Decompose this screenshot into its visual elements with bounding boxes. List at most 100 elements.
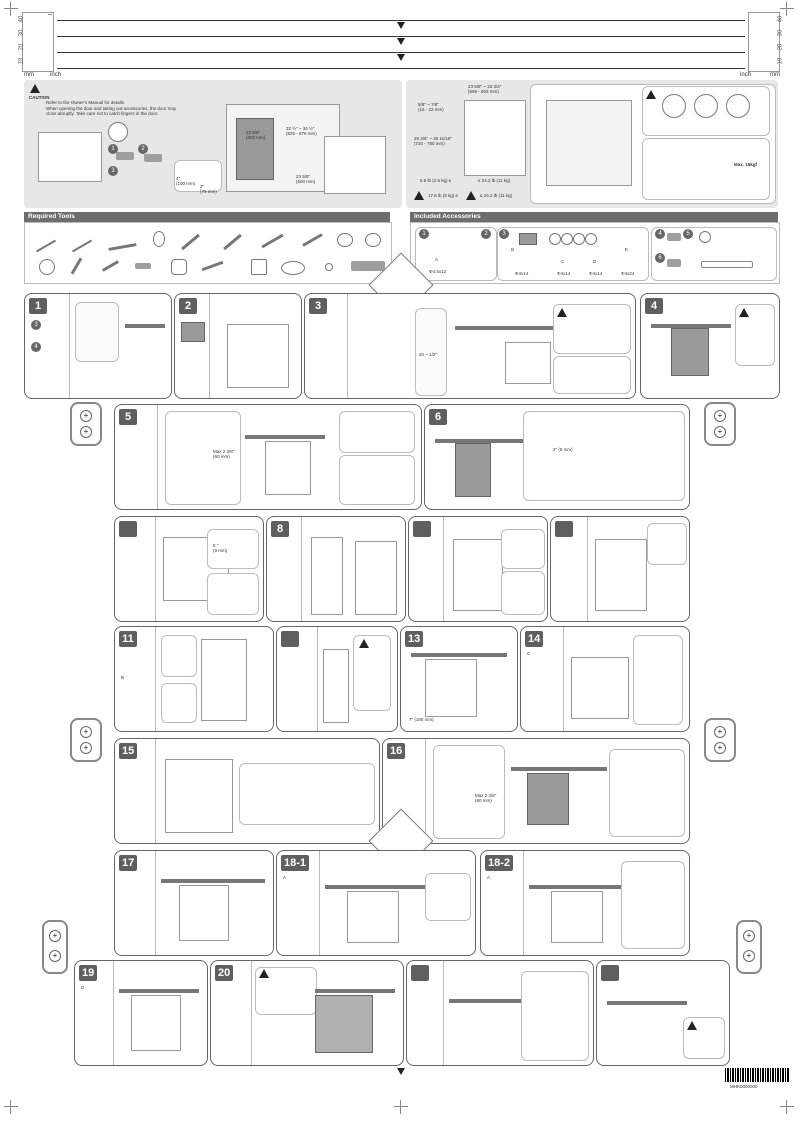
countertop: [529, 885, 629, 889]
item-marker: 6: [655, 253, 665, 263]
dimension-side: 3" (75 mm): [200, 184, 217, 194]
step-18-2: 18-2 A: [480, 850, 690, 956]
step-number: 1: [29, 298, 47, 314]
ruler-left-scale: [22, 12, 54, 72]
dimension-height: 32 ½" ~ 34 ½" (825 - 876 mm): [286, 126, 317, 136]
step-number: 8: [271, 521, 289, 537]
hose-clamp-icon: [365, 233, 381, 247]
measurement-ruler: 40 30 20 10 40 30 20 10: [18, 12, 784, 72]
accessory-icon: [116, 152, 134, 160]
door-height: 28 3/8" ~ 30 11/16" (720 - 780 mm): [414, 136, 453, 146]
step-detail: [553, 356, 631, 394]
countertop: [245, 435, 325, 439]
step-detail: [609, 749, 685, 837]
accessory-size: Φ4.5x12: [429, 269, 447, 274]
countertop: [411, 653, 507, 657]
step-detail: [647, 523, 687, 565]
overview-panel: CAUTION Refer to the Owner's Manual for …: [24, 80, 402, 208]
pliers-icon: [181, 233, 200, 251]
barcode: [725, 1068, 789, 1082]
countertop: [511, 767, 607, 771]
dimension-label: 8 " (9 mm): [213, 543, 228, 553]
cap-icon: [699, 231, 711, 243]
accessory-pad-icon: [667, 259, 681, 267]
dimension-label: 2" (5 mm): [553, 447, 573, 452]
dimension-label: 7" (180 mm): [409, 717, 434, 722]
accessory-label: A: [435, 257, 439, 262]
step-2: 2: [174, 293, 302, 399]
accessory-size: Φ4x14: [515, 271, 529, 276]
unit-label: mm: [770, 72, 780, 78]
door-width: 23 5/8" ~ 23 3/4" (599 - 603 mm): [468, 84, 502, 94]
step-detail: [339, 455, 415, 505]
dimension-label: Max 2 3/8" (60 mm): [475, 793, 497, 803]
door-panel: [323, 649, 349, 723]
door-panel: [355, 541, 397, 615]
countertop: [455, 326, 605, 330]
bracket-strip-icon: [701, 261, 753, 268]
step-8: 8: [266, 516, 406, 622]
step-5: 5 Max 2 3/8" (60 mm): [114, 404, 422, 510]
washer-icon: [561, 233, 573, 245]
countertop: [161, 879, 265, 883]
step-number: 15: [119, 743, 138, 759]
center-arrow: [397, 38, 405, 45]
item-marker: 3: [108, 166, 118, 176]
item-marker: 4: [31, 342, 41, 352]
step-20: 20: [210, 960, 404, 1066]
accessory-label: A: [283, 875, 287, 880]
countertop: [449, 999, 529, 1003]
step-number: 2: [179, 298, 197, 314]
ruler-mark: 10: [777, 57, 784, 65]
ruler-mark: 20: [777, 43, 784, 51]
step-detail: [207, 573, 259, 615]
utility-knife-icon: [261, 233, 284, 249]
cabinet-opening: [236, 118, 274, 180]
warning-icon: [557, 308, 567, 317]
included-accessories-panel: 1 2 A Φ4.5x12 3 B Φ4x14 C Φ4x14 D Φ4x14 …: [410, 222, 780, 284]
countertop: [435, 439, 525, 443]
step-number: 10: [555, 521, 574, 537]
side-bracket: ++: [70, 718, 102, 762]
dishwasher-unit: [227, 324, 289, 388]
side-bracket: ++: [42, 920, 68, 974]
step-number: 18-2: [485, 855, 514, 871]
tape-measure-icon: [39, 259, 55, 275]
pliers-icon: [223, 233, 242, 251]
step-number: 14: [525, 631, 544, 647]
step-number: 22: [601, 965, 620, 981]
screwdriver-icon: [35, 239, 57, 253]
accessory-circle: [108, 122, 128, 142]
dishwasher-unit: [595, 539, 647, 611]
ruler-mark: 20: [18, 43, 25, 51]
unit-label: inch: [50, 72, 62, 78]
weight-limit: 5.5 lb (2.5 kg) ≤: [420, 178, 452, 183]
washer-icon: [573, 233, 585, 245]
accessory-size: Φ4x24: [621, 271, 635, 276]
step-number: 5: [119, 409, 137, 425]
dimension-side: 4" (100 mm): [176, 176, 196, 186]
caution-text: When opening the door and taking out acc…: [46, 106, 177, 116]
leveling-leg-detail: [165, 411, 241, 505]
step-16: 16 Max 2 3/8" (60 mm): [382, 738, 690, 844]
step-number: 11: [119, 631, 137, 647]
marker-icon: [302, 233, 323, 247]
step-detail: [415, 308, 447, 396]
item-marker: 5: [683, 229, 693, 239]
step-1: 1 3 4: [24, 293, 172, 399]
step-number: 20: [215, 965, 234, 981]
dishwasher-illustration: [38, 132, 102, 182]
force-detail: [642, 138, 770, 200]
step-14: 14 C: [520, 626, 690, 732]
wrench-icon: [108, 243, 137, 251]
accessory-pad-icon: [667, 233, 681, 241]
door-thickness: 5/8" ~ 7/8" (16 - 22 mm): [418, 102, 444, 112]
step-number: 12: [281, 631, 300, 647]
step-detail: [425, 873, 471, 921]
step-detail: [633, 635, 683, 725]
dishwasher-unit: [265, 441, 311, 495]
countertop: [125, 324, 165, 328]
accessory-size: Φ4x14: [557, 271, 571, 276]
dimension-label: 20 ~ 1/2": [419, 352, 437, 357]
item-marker: 2: [138, 144, 148, 154]
